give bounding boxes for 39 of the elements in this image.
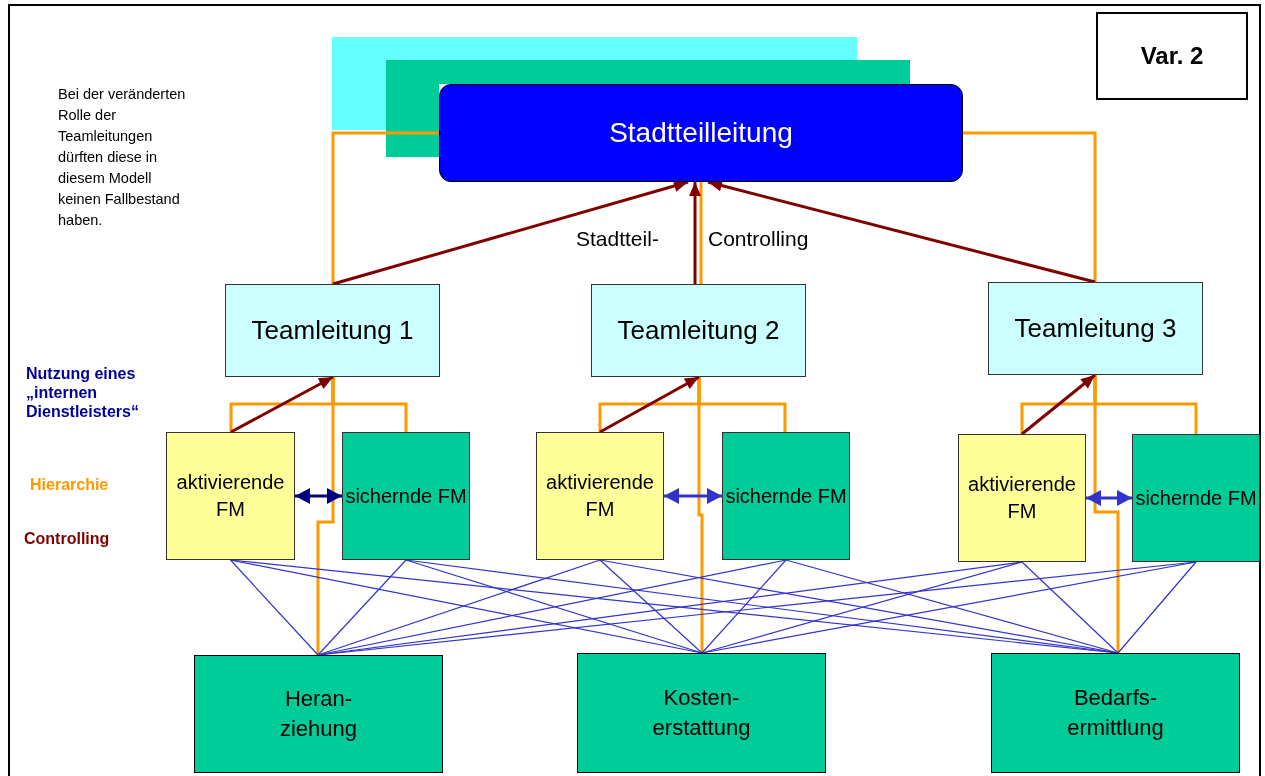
process-box: Heran- ziehung bbox=[194, 655, 443, 773]
double-arrow bbox=[1086, 490, 1132, 506]
connector-line bbox=[697, 377, 704, 653]
arrow bbox=[689, 182, 701, 284]
legend-text: Hierarchie bbox=[30, 475, 110, 495]
connector-line bbox=[599, 559, 703, 654]
process-box: aktivierende FM bbox=[958, 434, 1086, 562]
process-box: Teamleitung 2 bbox=[591, 284, 806, 377]
process-box: aktivierende FM bbox=[166, 432, 295, 560]
connector-line bbox=[963, 131, 1097, 282]
annotation-text: Controlling bbox=[708, 226, 810, 252]
process-box: sichernde FM bbox=[342, 432, 470, 560]
process-box: aktivierende FM bbox=[536, 432, 664, 560]
double-arrow bbox=[664, 488, 722, 504]
connector-line bbox=[317, 559, 407, 656]
process-box: Teamleitung 3 bbox=[988, 282, 1203, 375]
connector-line bbox=[229, 559, 319, 656]
arrow bbox=[332, 180, 689, 286]
process-box: sichernde FM bbox=[1132, 434, 1260, 562]
connector-line bbox=[785, 559, 1119, 654]
note-text: Bei der veränderten Rolle der Teamleitungen dürften diese in diesem Modell keinen Fallbestand haben. bbox=[58, 85, 187, 231]
connector-line bbox=[316, 377, 335, 655]
connector-line bbox=[699, 182, 703, 284]
connector-line bbox=[317, 559, 601, 656]
process-box: Bedarfs- ermittlung bbox=[991, 653, 1240, 773]
annotation-text: Stadtteil- bbox=[576, 226, 660, 252]
connector-line bbox=[1117, 561, 1197, 654]
connector-line bbox=[331, 131, 439, 284]
legend-text: Nutzung eines „internen Dienstleisters“ bbox=[26, 364, 140, 422]
process-box: sichernde FM bbox=[722, 432, 850, 560]
process-box: Kosten- erstattung bbox=[577, 653, 826, 773]
process-box: Teamleitung 1 bbox=[225, 284, 440, 377]
connector-line bbox=[1021, 561, 1119, 654]
variant-box: Var. 2 bbox=[1096, 12, 1248, 100]
connector-line bbox=[701, 559, 787, 654]
double-arrow bbox=[295, 488, 342, 504]
connector-line bbox=[1093, 375, 1120, 653]
legend-text: Controlling bbox=[24, 529, 111, 549]
process-box: Stadtteilleitung bbox=[439, 84, 963, 182]
